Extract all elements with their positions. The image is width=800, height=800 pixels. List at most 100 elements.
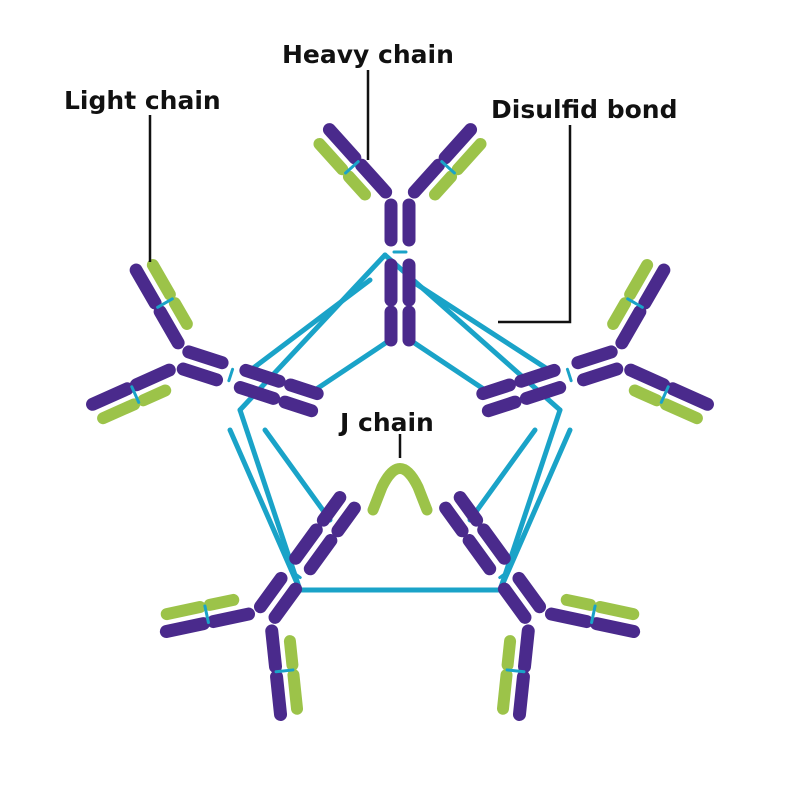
heavy-chain-segment bbox=[512, 571, 547, 614]
bond-line bbox=[227, 427, 303, 593]
light-heavy-bond bbox=[440, 160, 456, 175]
antibody-monomer bbox=[476, 259, 714, 425]
light-heavy-bond bbox=[626, 297, 644, 309]
bond-line bbox=[245, 277, 373, 375]
antibody-monomers bbox=[86, 123, 714, 721]
hinge-bond bbox=[289, 568, 302, 580]
heavy-chain-segment bbox=[129, 263, 162, 310]
antibody-monomer bbox=[439, 491, 641, 721]
light-heavy-bond bbox=[659, 385, 670, 404]
heavy-chain-segment bbox=[322, 123, 362, 165]
heavy-chain-segment bbox=[176, 362, 224, 387]
heavy-chain-segment bbox=[182, 345, 229, 370]
heavy-chain-segment bbox=[86, 382, 134, 411]
light-chain-segment bbox=[628, 384, 663, 407]
light-chain-segment bbox=[342, 170, 371, 201]
light-heavy-bond bbox=[156, 297, 174, 309]
heavy-chain-segment bbox=[477, 523, 511, 565]
heavy-chain-segment bbox=[638, 263, 671, 310]
light-chain-segment bbox=[607, 297, 632, 330]
light-chain-segment bbox=[168, 297, 193, 330]
light-chain-segment bbox=[501, 635, 517, 671]
light-chain-segment bbox=[137, 384, 172, 407]
heavy-chain-segment bbox=[589, 617, 641, 639]
disulfid-bond-label: Disulfid bond bbox=[491, 95, 678, 124]
j-chain-shape bbox=[367, 463, 433, 516]
light-heavy-bond bbox=[130, 385, 141, 404]
heavy-chain-segment bbox=[316, 491, 347, 527]
heavy-chain-segment bbox=[206, 607, 256, 629]
hinge-bond bbox=[498, 568, 511, 580]
heavy-chain-segment bbox=[270, 670, 288, 721]
disulfide-bond-network bbox=[227, 252, 573, 593]
j-chain bbox=[367, 463, 433, 516]
light-heavy-bond bbox=[505, 668, 526, 674]
light-chain-segment bbox=[451, 137, 487, 176]
light-chain-segment bbox=[283, 635, 299, 671]
light-chain-segment bbox=[496, 668, 513, 715]
bond-line bbox=[497, 427, 573, 593]
heavy-chain-segment bbox=[453, 491, 484, 527]
bond-line bbox=[407, 337, 491, 395]
bond-line bbox=[237, 252, 388, 413]
antibody-monomer bbox=[313, 123, 487, 347]
heavy-chain-segment bbox=[129, 363, 176, 392]
light-chain-segment bbox=[659, 398, 703, 425]
heavy-chain-segment bbox=[407, 158, 445, 199]
heavy-chain-segment bbox=[571, 345, 618, 370]
disulfid-bond-leader bbox=[498, 125, 572, 324]
antibody-monomer bbox=[159, 491, 361, 721]
j-chain-label: J chain bbox=[340, 408, 434, 437]
light-chain-segment bbox=[203, 593, 240, 611]
light-chain-segment bbox=[313, 137, 349, 176]
heavy-chain-segment bbox=[268, 582, 303, 624]
heavy-chain-segment bbox=[153, 305, 185, 350]
heavy-chain-segment bbox=[615, 305, 647, 350]
heavy-chain-segment bbox=[481, 395, 522, 418]
light-heavy-bond bbox=[203, 604, 210, 625]
heavy-chain-segment bbox=[159, 617, 211, 639]
light-chain-segment bbox=[429, 170, 458, 201]
heavy-chain-segment bbox=[289, 523, 323, 565]
heavy-chain-segment bbox=[624, 363, 671, 392]
label-leader-lines bbox=[148, 70, 572, 458]
hinge-bond bbox=[227, 367, 235, 383]
light-heavy-bond bbox=[344, 160, 360, 175]
heavy-chain-segment bbox=[355, 158, 393, 199]
heavy-chain-segment bbox=[512, 670, 530, 721]
light-chain-segment bbox=[146, 259, 176, 301]
light-chain-segment bbox=[160, 601, 206, 621]
heavy-chain-segment bbox=[544, 607, 594, 629]
light-chain-segment bbox=[560, 593, 597, 611]
heavy-chain-label: Heavy chain bbox=[282, 40, 454, 69]
heavy-chain-segment bbox=[265, 624, 283, 674]
heavy-chain-segment bbox=[439, 501, 469, 538]
heavy-chain-segment bbox=[576, 362, 624, 387]
light-chain-segment bbox=[624, 259, 654, 301]
bond-line bbox=[407, 277, 555, 375]
heavy-chain-segment bbox=[438, 123, 478, 165]
heavy-chain-segment bbox=[253, 571, 288, 614]
heavy-chain-segment bbox=[462, 533, 497, 576]
light-chain-label: Light chain bbox=[64, 86, 221, 115]
heavy-chain-segment bbox=[233, 381, 281, 405]
heavy-chain-segment bbox=[303, 533, 338, 576]
heavy-chain-segment bbox=[284, 378, 324, 401]
heavy-chain-segment bbox=[514, 363, 561, 388]
heavy-chain-segment bbox=[517, 624, 535, 674]
light-chain-segment bbox=[287, 668, 304, 715]
light-chain-segment bbox=[97, 398, 141, 425]
bond-line bbox=[309, 337, 393, 395]
heavy-chain-segment bbox=[519, 381, 567, 405]
hinge-bond bbox=[565, 367, 573, 383]
light-heavy-bond bbox=[274, 668, 295, 674]
bond-line bbox=[467, 427, 538, 523]
antibody-monomer bbox=[86, 259, 324, 425]
heavy-chain-segment bbox=[497, 582, 532, 624]
light-chain-segment bbox=[594, 601, 640, 621]
heavy-chain-segment bbox=[331, 501, 361, 538]
light-heavy-bond bbox=[590, 604, 597, 625]
heavy-chain-segment bbox=[476, 378, 516, 401]
heavy-chain-segment bbox=[666, 382, 714, 411]
